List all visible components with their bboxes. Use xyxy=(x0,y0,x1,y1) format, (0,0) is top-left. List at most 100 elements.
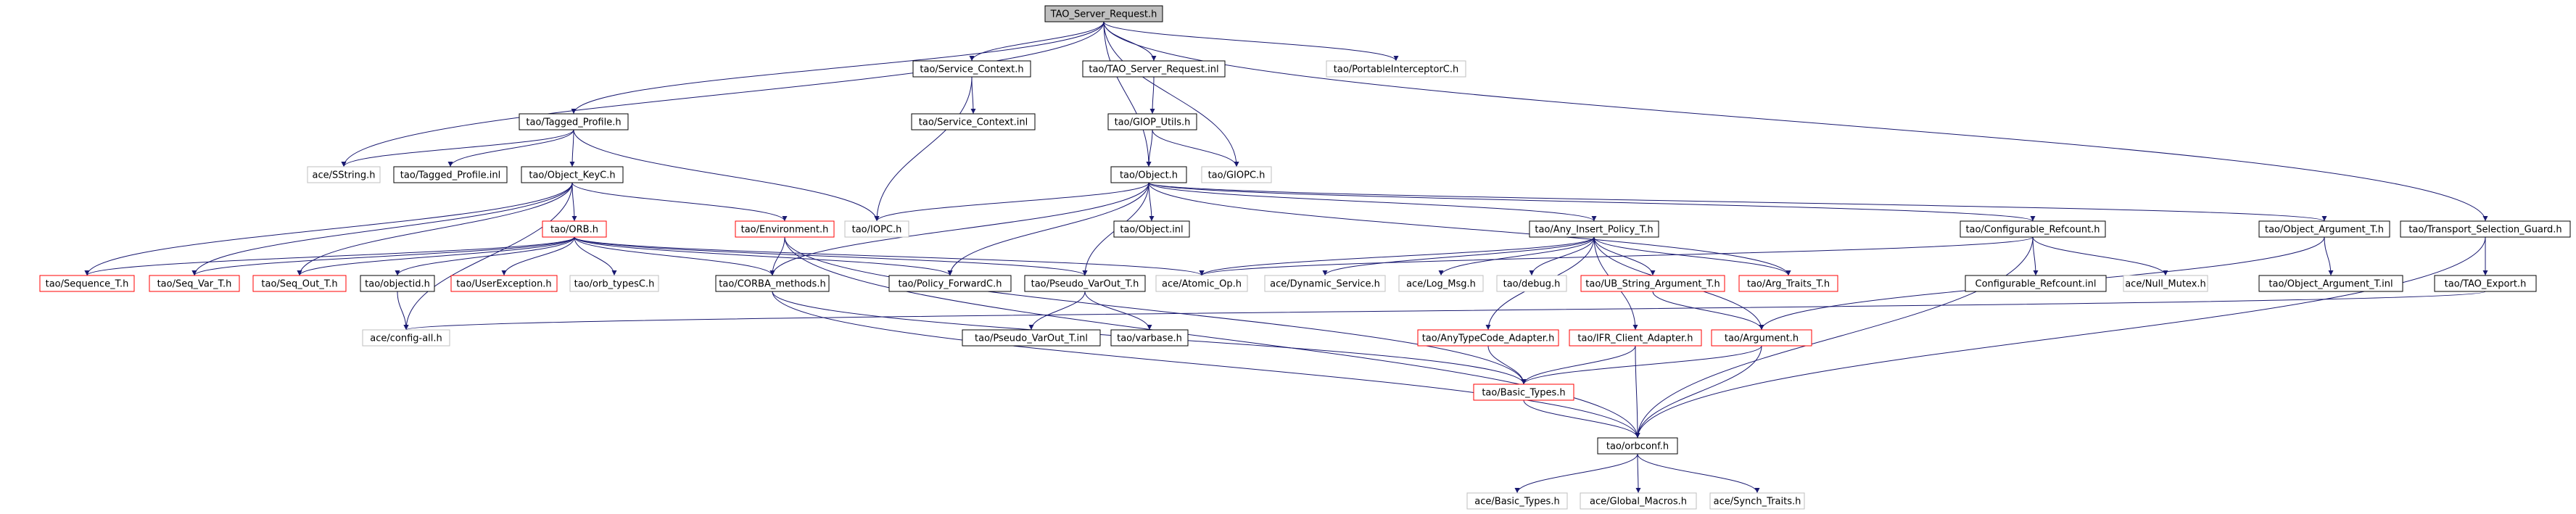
edge-n_tp_h-to-n_okey xyxy=(569,129,575,167)
node-tao-debug-h[interactable]: tao/debug.h xyxy=(1496,275,1567,292)
node-tao-server-request-h[interactable]: TAO_Server_Request.h xyxy=(1044,5,1163,22)
node-tao-pseudo-varout-t-h[interactable]: tao/Pseudo_VarOut_T.h xyxy=(1024,275,1146,292)
node-tao-giopc-h[interactable]: tao/GIOPC.h xyxy=(1201,166,1272,183)
node-tao-argument-h[interactable]: tao/Argument.h xyxy=(1711,329,1812,347)
edge-n_orb-to-n_seqT xyxy=(84,236,575,276)
node-tao-environment-h[interactable]: tao/Environment.h xyxy=(735,220,835,238)
node-ace-sstring-h[interactable]: ace/SString.h xyxy=(307,166,381,183)
node-box xyxy=(307,166,381,183)
node-label: ace/Global_Macros.h xyxy=(1590,497,1687,507)
node-box xyxy=(1580,492,1697,510)
node-label: tao/Object.h xyxy=(1120,170,1178,181)
node-label: tao/Tagged_Profile.h xyxy=(526,117,621,128)
node-label: tao/Object.inl xyxy=(1120,225,1183,236)
node-tao-service-context-inl[interactable]: tao/Service_Context.inl xyxy=(911,113,1036,130)
node-tao-object-inl[interactable]: tao/Object.inl xyxy=(1113,220,1190,238)
node-tao-seq-out-t-h[interactable]: tao/Seq_Out_T.h xyxy=(252,275,347,292)
node-tao-portableinterceptorc-h[interactable]: tao/PortableInterceptorC.h xyxy=(1326,60,1466,78)
node-tao-object-keyc-h[interactable]: tao/Object_KeyC.h xyxy=(521,166,624,183)
node-tao-basic-types-h[interactable]: tao/Basic_Types.h xyxy=(1473,384,1574,401)
edge-n_tsg-to-n_orbconf xyxy=(1635,236,2486,439)
node-box xyxy=(1110,166,1187,183)
node-label: tao/GIOP_Utils.h xyxy=(1115,117,1191,128)
node-tao-orb-h[interactable]: tao/ORB.h xyxy=(542,220,607,238)
node-label: tao/Object_KeyC.h xyxy=(529,170,615,181)
node-box xyxy=(1466,492,1568,510)
node-box xyxy=(2434,275,2537,292)
node-label: tao/Pseudo_VarOut_T.h xyxy=(1031,279,1139,290)
edge-n_okey-to-n_orb xyxy=(571,182,577,222)
node-box xyxy=(1113,220,1190,238)
node-tao-ub-string-argument-t-h[interactable]: tao/UB_String_Argument_T.h xyxy=(1580,275,1725,292)
node-tao-giop-utils-h[interactable]: tao/GIOP_Utils.h xyxy=(1107,113,1197,130)
node-label: ace/Log_Msg.h xyxy=(1406,279,1476,290)
node-tao-policy-forwardc-h[interactable]: tao/Policy_ForwardC.h xyxy=(888,275,1012,292)
node-box xyxy=(521,166,624,183)
node-tao-pseudo-varout-t-inl[interactable]: tao/Pseudo_VarOut_T.inl xyxy=(962,329,1101,347)
node-label: tao/Argument.h xyxy=(1725,333,1799,344)
edge-n_pvo-to-n_pvo_inl xyxy=(1028,291,1086,331)
edge-n_giop_utils-to-n_giopc xyxy=(1152,129,1239,167)
node-tao-sequence-t-h[interactable]: tao/Sequence_T.h xyxy=(39,275,135,292)
node-tao-object-argument-t-inl[interactable]: tao/Object_Argument_T.inl xyxy=(2258,275,2403,292)
edge-n_aip-to-n_logmsg xyxy=(1438,236,1595,276)
node-ace-synch-traits-h[interactable]: ace/Synch_Traits.h xyxy=(1709,492,1805,510)
node-box xyxy=(844,220,909,238)
node-box xyxy=(1709,492,1805,510)
edge-n_ifr-to-n_orbconf xyxy=(1635,345,1640,439)
node-box xyxy=(1711,329,1812,347)
node-tao-anytypecode-adapter-h[interactable]: tao/AnyTypeCode_Adapter.h xyxy=(1417,329,1559,347)
node-tao-tao-export-h[interactable]: tao/TAO_Export.h xyxy=(2434,275,2537,292)
edge-n_oarg-to-n_oarg_inl xyxy=(2324,236,2334,276)
node-tao-any-insert-policy-t-h[interactable]: tao/Any_Insert_Policy_T.h xyxy=(1529,220,1659,238)
node-tao-tao-server-request-inl[interactable]: tao/TAO_Server_Request.inl xyxy=(1082,60,1226,78)
node-tao-object-argument-t-h[interactable]: tao/Object_Argument_T.h xyxy=(2258,220,2390,238)
node-configurable-refcount-inl[interactable]: Configurable_Refcount.inl xyxy=(1965,275,2107,292)
node-label: ace/Dynamic_Service.h xyxy=(1270,279,1380,290)
node-ace-config-all-h[interactable]: ace/config-all.h xyxy=(362,329,450,347)
node-ace-dynamic-service-h[interactable]: ace/Dynamic_Service.h xyxy=(1264,275,1386,292)
edge-n_object-to-n_oarg xyxy=(1148,182,2327,222)
node-tao-userexception-h[interactable]: tao/UserException.h xyxy=(450,275,558,292)
node-tao-corba-methods-h[interactable]: tao/CORBA_methods.h xyxy=(715,275,830,292)
node-ace-global-macros-h[interactable]: ace/Global_Macros.h xyxy=(1580,492,1697,510)
edge-n_aip-to-n_atomic xyxy=(1199,236,1595,276)
node-box xyxy=(888,275,1012,292)
node-tao-service-context-h[interactable]: tao/Service_Context.h xyxy=(912,60,1031,78)
edge-n_basictypes-to-n_orbconf xyxy=(1523,399,1640,439)
node-label: ace/Atomic_Op.h xyxy=(1162,279,1242,290)
node-label: tao/Seq_Var_T.h xyxy=(157,279,232,290)
node-label: tao/PortableInterceptorC.h xyxy=(1334,65,1458,75)
node-ace-atomic-op-h[interactable]: ace/Atomic_Op.h xyxy=(1155,275,1248,292)
node-box xyxy=(1580,275,1725,292)
node-tao-configurable-refcount-h[interactable]: tao/Configurable_Refcount.h xyxy=(1960,220,2106,238)
node-tao-arg-traits-t-h[interactable]: tao/Arg_Traits_T.h xyxy=(1738,275,1838,292)
node-ace-log-msg-h[interactable]: ace/Log_Msg.h xyxy=(1398,275,1484,292)
node-tao-ifr-client-adapter-h[interactable]: tao/IFR_Client_Adapter.h xyxy=(1569,329,1702,347)
node-tao-seq-var-t-h[interactable]: tao/Seq_Var_T.h xyxy=(149,275,240,292)
node-tao-orb-typesc-h[interactable]: tao/orb_typesC.h xyxy=(569,275,659,292)
node-tao-iopc-h[interactable]: tao/IOPC.h xyxy=(844,220,909,238)
edge-n_root-to-n_sc_h xyxy=(969,21,1105,62)
node-ace-basic-types-h[interactable]: ace/Basic_Types.h xyxy=(1466,492,1568,510)
node-ace-null-mutex-h[interactable]: ace/Null_Mutex.h xyxy=(2123,275,2208,292)
node-box xyxy=(1398,275,1484,292)
node-box xyxy=(393,166,508,183)
edge-n_okey-to-n_env xyxy=(571,182,788,222)
node-label: tao/orbconf.h xyxy=(1606,442,1669,452)
node-box xyxy=(1264,275,1386,292)
node-label: tao/orb_typesC.h xyxy=(574,279,655,290)
edge-n_aip-to-n_dynsvc xyxy=(1322,236,1595,276)
node-tao-orbconf-h[interactable]: tao/orbconf.h xyxy=(1597,437,1678,455)
edge-n_okey-to-n_seqT xyxy=(84,182,573,276)
node-tao-object-h[interactable]: tao/Object.h xyxy=(1110,166,1187,183)
node-tao-tagged-profile-inl[interactable]: tao/Tagged_Profile.inl xyxy=(393,166,508,183)
node-label: Configurable_Refcount.inl xyxy=(1976,279,2097,290)
node-box xyxy=(39,275,135,292)
node-tao-tagged-profile-h[interactable]: tao/Tagged_Profile.h xyxy=(519,113,629,130)
node-tao-varbase-h[interactable]: tao/varbase.h xyxy=(1110,329,1189,347)
node-tao-transport-selection-guard-h[interactable]: tao/Transport_Selection_Guard.h xyxy=(2400,220,2571,238)
edge-n_aip-to-n_argtraits xyxy=(1593,236,1791,276)
node-box xyxy=(2400,220,2571,238)
node-tao-objectid-h[interactable]: tao/objectid.h xyxy=(360,275,435,292)
